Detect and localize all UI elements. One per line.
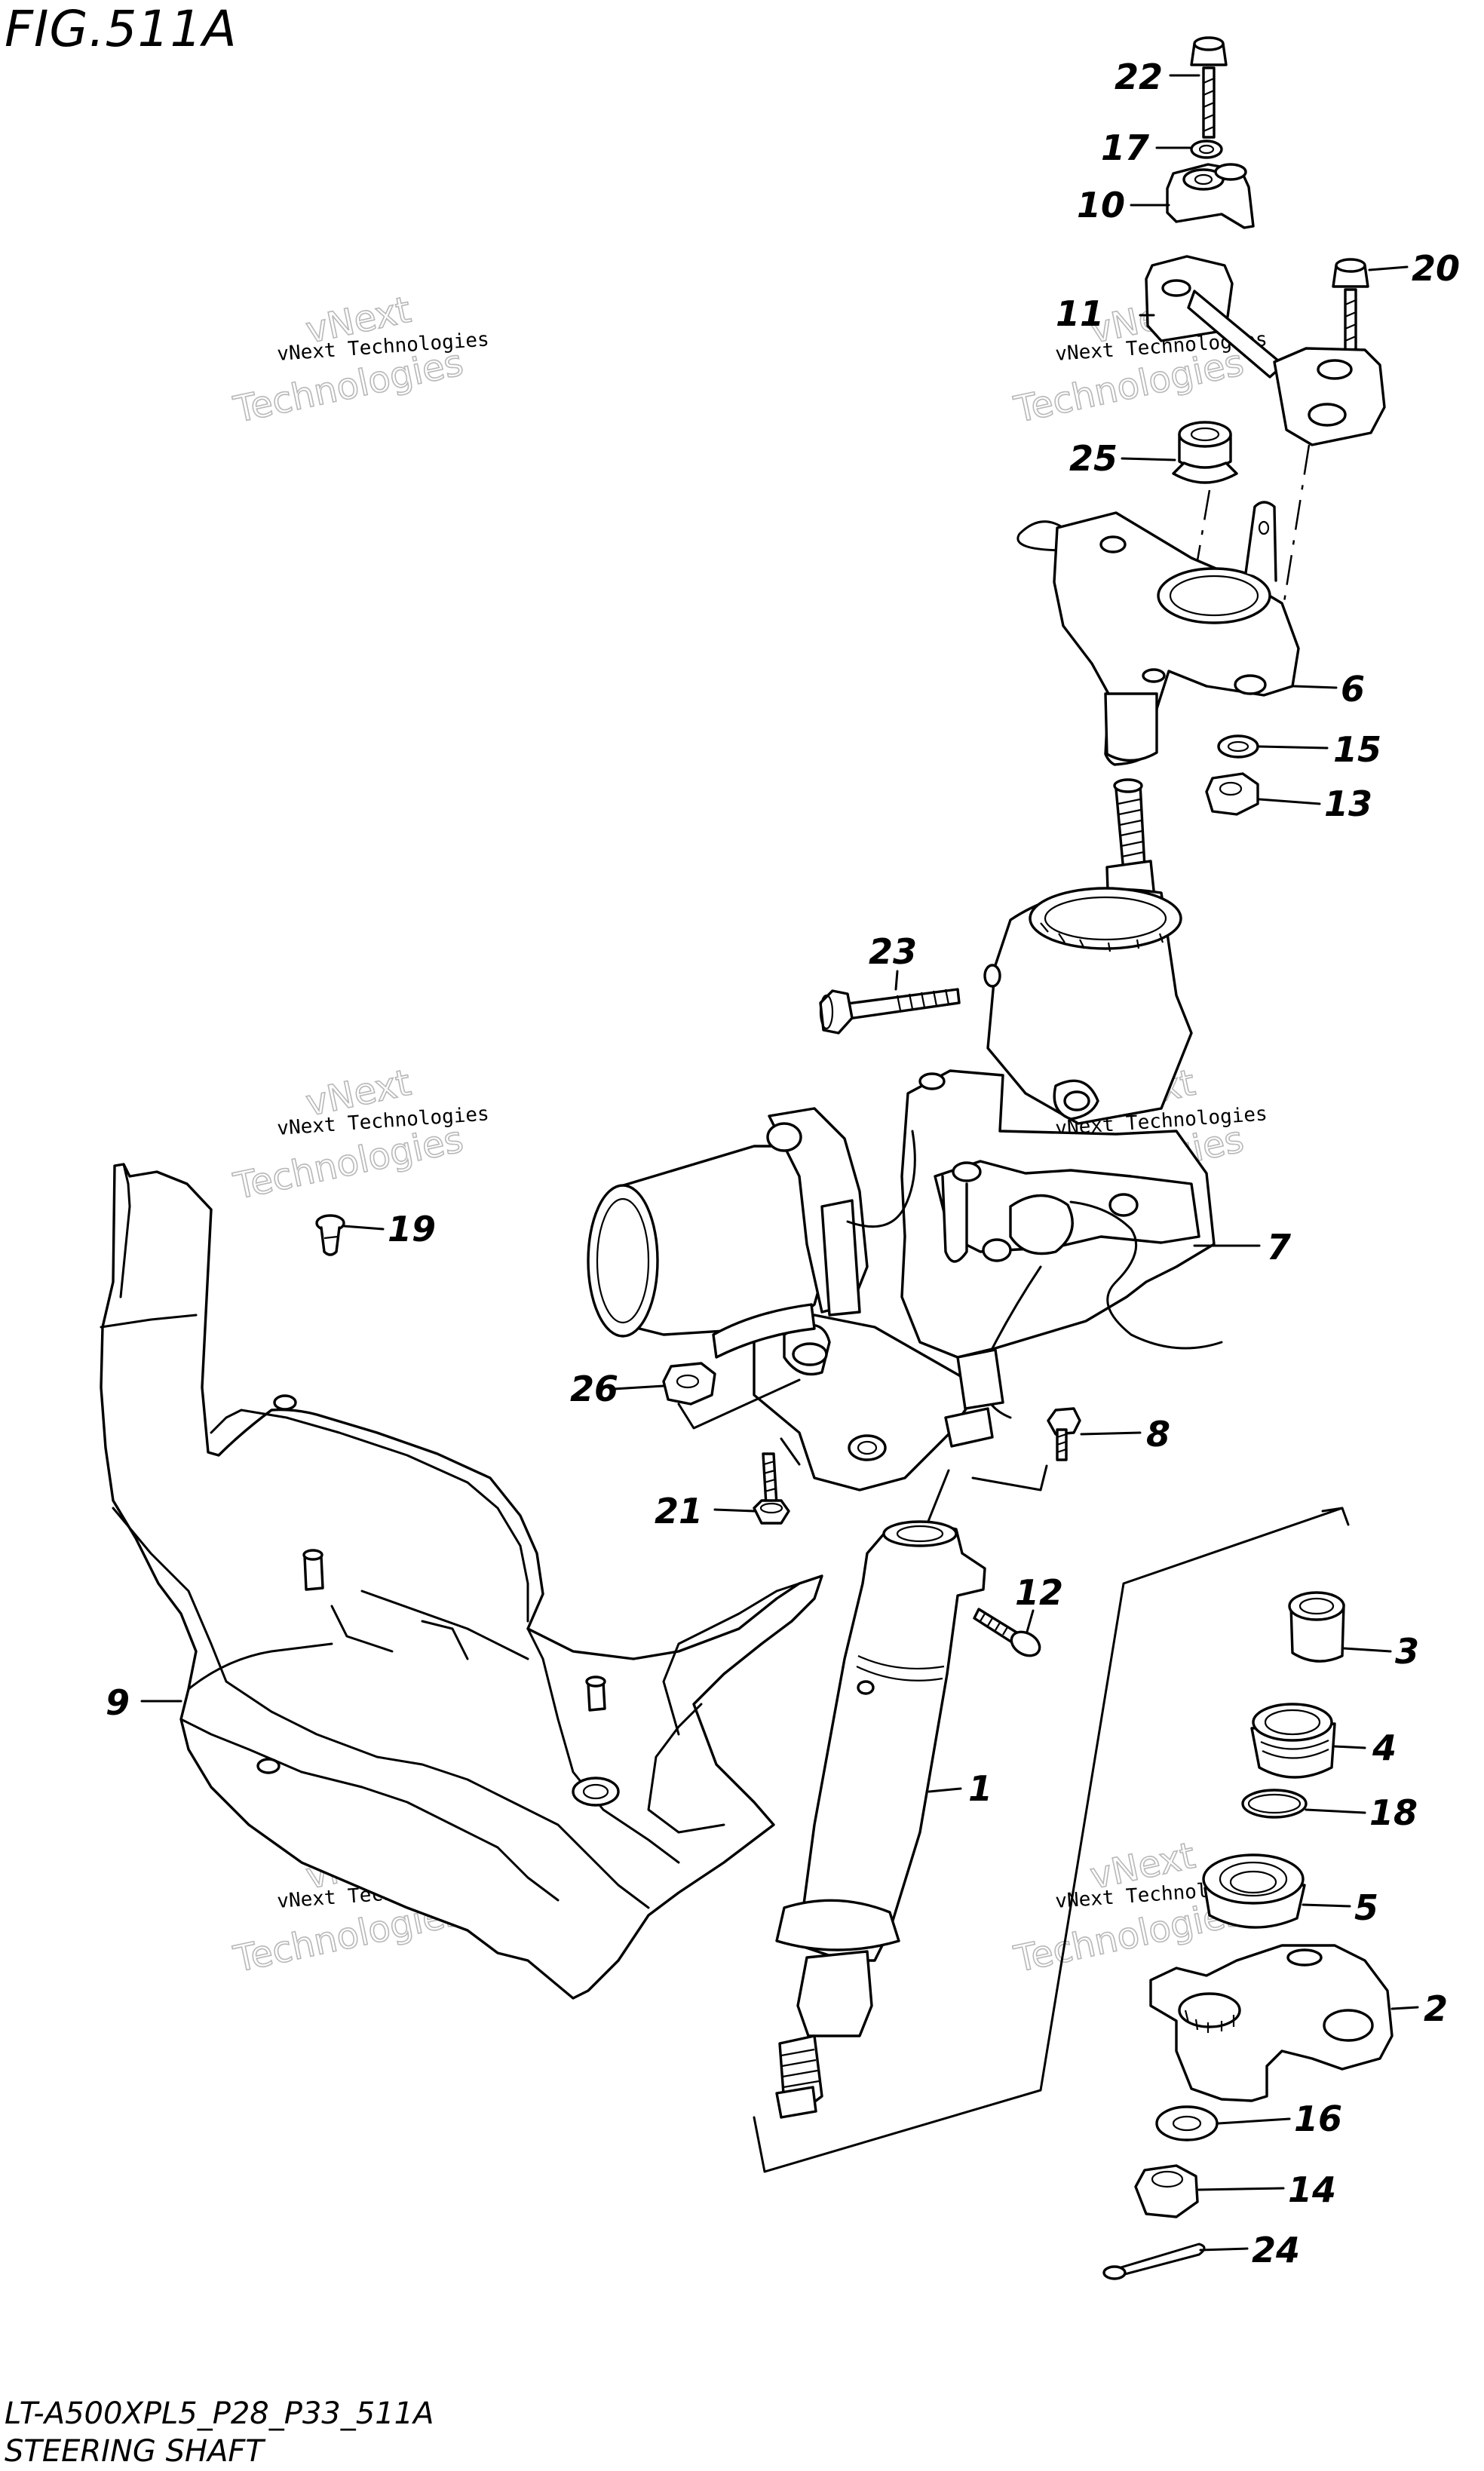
leader-shaft [926, 1469, 950, 1525]
callout-9: 9 [106, 1682, 130, 1723]
callout-labels: 22 17 10 11 20 25 6 15 13 23 7 19 26 8 2… [106, 57, 1460, 2270]
bolt-8 [1047, 1407, 1081, 1461]
centerline-25 [1190, 489, 1211, 596]
callout-13: 13 [1324, 783, 1372, 824]
seal-5 [1202, 1853, 1306, 1929]
callout-15: 15 [1333, 729, 1381, 770]
nut-26 [662, 1362, 716, 1406]
callout-19: 19 [388, 1209, 436, 1249]
bushing-25 [1172, 421, 1238, 484]
callout-7: 7 [1267, 1227, 1291, 1268]
section-name: STEERING SHAFT [5, 2434, 264, 2469]
leader-21 [780, 1437, 801, 1466]
clip-19 [315, 1214, 345, 1256]
leader-8 [971, 1464, 1048, 1491]
eps-motor [587, 1107, 916, 1359]
callout-22: 22 [1115, 57, 1163, 97]
group-bracket-tick [1321, 1507, 1344, 1513]
callout-8: 8 [1146, 1414, 1170, 1455]
callout-11: 11 [1056, 293, 1104, 334]
callout-3: 3 [1395, 1631, 1419, 1672]
callout-leaders [140, 74, 1419, 2252]
eps-gearbox-unit-7 [753, 887, 1223, 1491]
o-ring-18 [1241, 1789, 1308, 1819]
bolt-21 [753, 1452, 790, 1525]
leader-26 [677, 1378, 801, 1430]
handlebar-clamp-holder [1273, 347, 1386, 446]
callout-2: 2 [1424, 1988, 1448, 2029]
callout-24: 24 [1252, 2230, 1300, 2270]
nut-13 [1205, 772, 1259, 816]
nut-14 [1134, 2164, 1199, 2218]
callout-20: 20 [1412, 248, 1460, 289]
callout-5: 5 [1354, 1887, 1378, 1928]
callout-6: 6 [1341, 669, 1365, 710]
callout-12: 12 [1015, 1572, 1063, 1613]
handlebar-clamp-upper-10 [1166, 163, 1255, 229]
callout-14: 14 [1288, 2169, 1336, 2210]
callout-21: 21 [655, 1491, 703, 1531]
steering-guard-9 [100, 1163, 823, 2000]
washer-16 [1155, 2105, 1219, 2141]
callout-18: 18 [1369, 1792, 1418, 1833]
callout-10: 10 [1077, 185, 1125, 225]
bolt-22 [1190, 36, 1228, 139]
bolt-23 [819, 988, 961, 1035]
steering-shaft-holder-6 [1016, 501, 1300, 766]
washer-17 [1190, 139, 1223, 159]
callout-23: 23 [869, 931, 917, 972]
bushing-3 [1288, 1591, 1345, 1663]
callout-26: 26 [570, 1369, 618, 1409]
callout-25: 25 [1069, 438, 1118, 479]
callout-16: 16 [1294, 2099, 1342, 2139]
bolt-20 [1332, 258, 1369, 360]
figure-title: FIG.511A [5, 0, 238, 58]
callout-4: 4 [1372, 1728, 1397, 1768]
steering-arm-2 [1149, 1944, 1394, 2102]
group-bracket-line [753, 1507, 1350, 2173]
washer-15 [1217, 734, 1259, 759]
callout-1: 1 [968, 1768, 992, 1809]
seal-4 [1250, 1703, 1336, 1779]
diagram-code: LT-A500XPL5_P28_P33_511A [5, 2396, 434, 2431]
callout-17: 17 [1101, 127, 1149, 168]
handlebar-clamp-lower-11 [1145, 255, 1285, 379]
steering-shaft-1 [775, 1520, 986, 2119]
cotter-pin-24 [1102, 2243, 1206, 2280]
bolt-12 [973, 1608, 1041, 1657]
